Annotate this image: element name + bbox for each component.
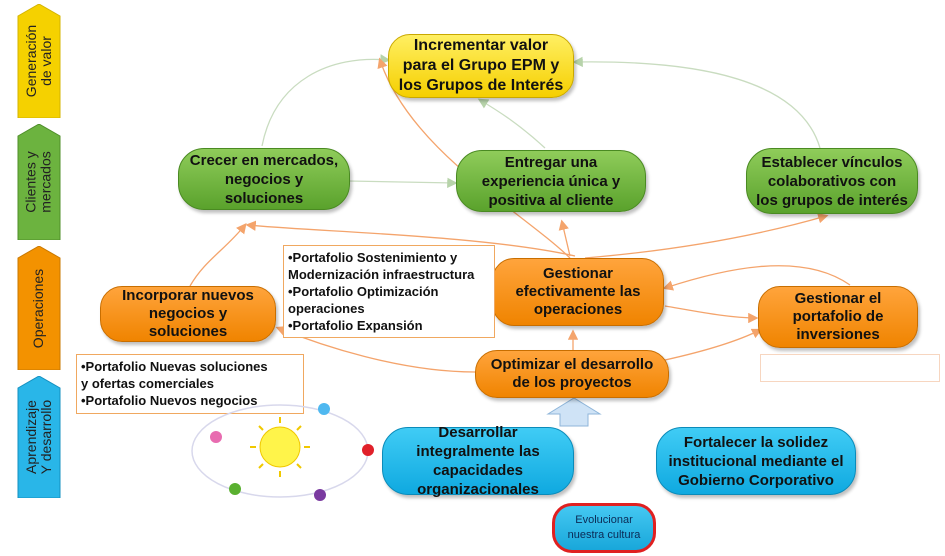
node-incorporar-negocios: Incorporar nuevos negocios y soluciones xyxy=(100,286,276,342)
sun-icon xyxy=(250,417,310,477)
edge-vinculos-incrementar xyxy=(572,56,821,149)
node-evolucionar-cultura: Evolucionar nuestra cultura xyxy=(552,503,656,553)
culture-cycle-graphic xyxy=(191,403,374,501)
node-vinculos-colaborativos: Establecer vínculos colaborativos con lo… xyxy=(746,148,918,214)
band-operaciones: Operaciones xyxy=(10,246,68,370)
node-optimizar-proyectos: Optimizar el desarrollo de los proyectos xyxy=(475,350,669,398)
edge-gestionar-portafolio xyxy=(664,305,759,324)
edge-crecer-incrementar xyxy=(261,54,391,147)
band-clientes-y-mercados: Clientes y mercados xyxy=(10,124,68,240)
band-chevron-shape xyxy=(17,124,61,240)
node-crecer-mercados: Crecer en mercados, negocios y solucione… xyxy=(178,148,350,210)
portfolio-nuevos-note: •Portafolio Nuevas soluciones y ofertas … xyxy=(76,354,304,414)
arrow-up-shape xyxy=(546,397,602,427)
node-desarrollar-capacidades: Desarrollar integralmente las capacidade… xyxy=(382,424,574,498)
cycle-dot-2 xyxy=(318,403,330,415)
cycle-dot-5 xyxy=(229,483,241,495)
node-experiencia-cliente: Entregar una experiencia única y positiv… xyxy=(456,150,646,212)
portfolio-inversiones-box xyxy=(760,354,940,382)
edge-experiencia-incrementar xyxy=(477,98,546,149)
edge-gestionar-crecer xyxy=(245,220,576,257)
edge-optimizar-portafolio xyxy=(664,328,763,361)
edge-crecer-experiencia xyxy=(347,177,458,189)
node-fortalecer-solidez: Fortalecer la solidez institucional medi… xyxy=(656,427,856,495)
edge-incorporar-crecer xyxy=(189,222,247,287)
band-chevron-shape xyxy=(17,376,61,498)
node-gestionar-portafolio: Gestionar el portafolio de inversiones xyxy=(758,286,918,348)
node-gestionar-operaciones: Gestionar efectivamente las operaciones xyxy=(492,258,664,326)
edge-gestionar-vinculos xyxy=(584,213,829,259)
band-chevron-shape xyxy=(17,4,61,118)
portfolio-operaciones-note: •Portafolio Sostenimiento y Modernizació… xyxy=(283,245,495,338)
cycle-dot-1 xyxy=(210,431,222,443)
node-incrementar-valor: Incrementar valor para el Grupo EPM y lo… xyxy=(388,34,574,98)
band-generacion-de-valor: Generación de valor xyxy=(10,4,68,118)
cycle-dot-4 xyxy=(314,489,326,501)
edge-portafolio-gestionar xyxy=(662,265,851,291)
cycle-dot-3 xyxy=(362,444,374,456)
band-chevron-shape xyxy=(17,246,61,370)
edge-gestionar-experiencia xyxy=(558,219,571,257)
band-aprendizaje-y-desarrollo: Aprendizaje Y desarrollo xyxy=(10,376,68,498)
